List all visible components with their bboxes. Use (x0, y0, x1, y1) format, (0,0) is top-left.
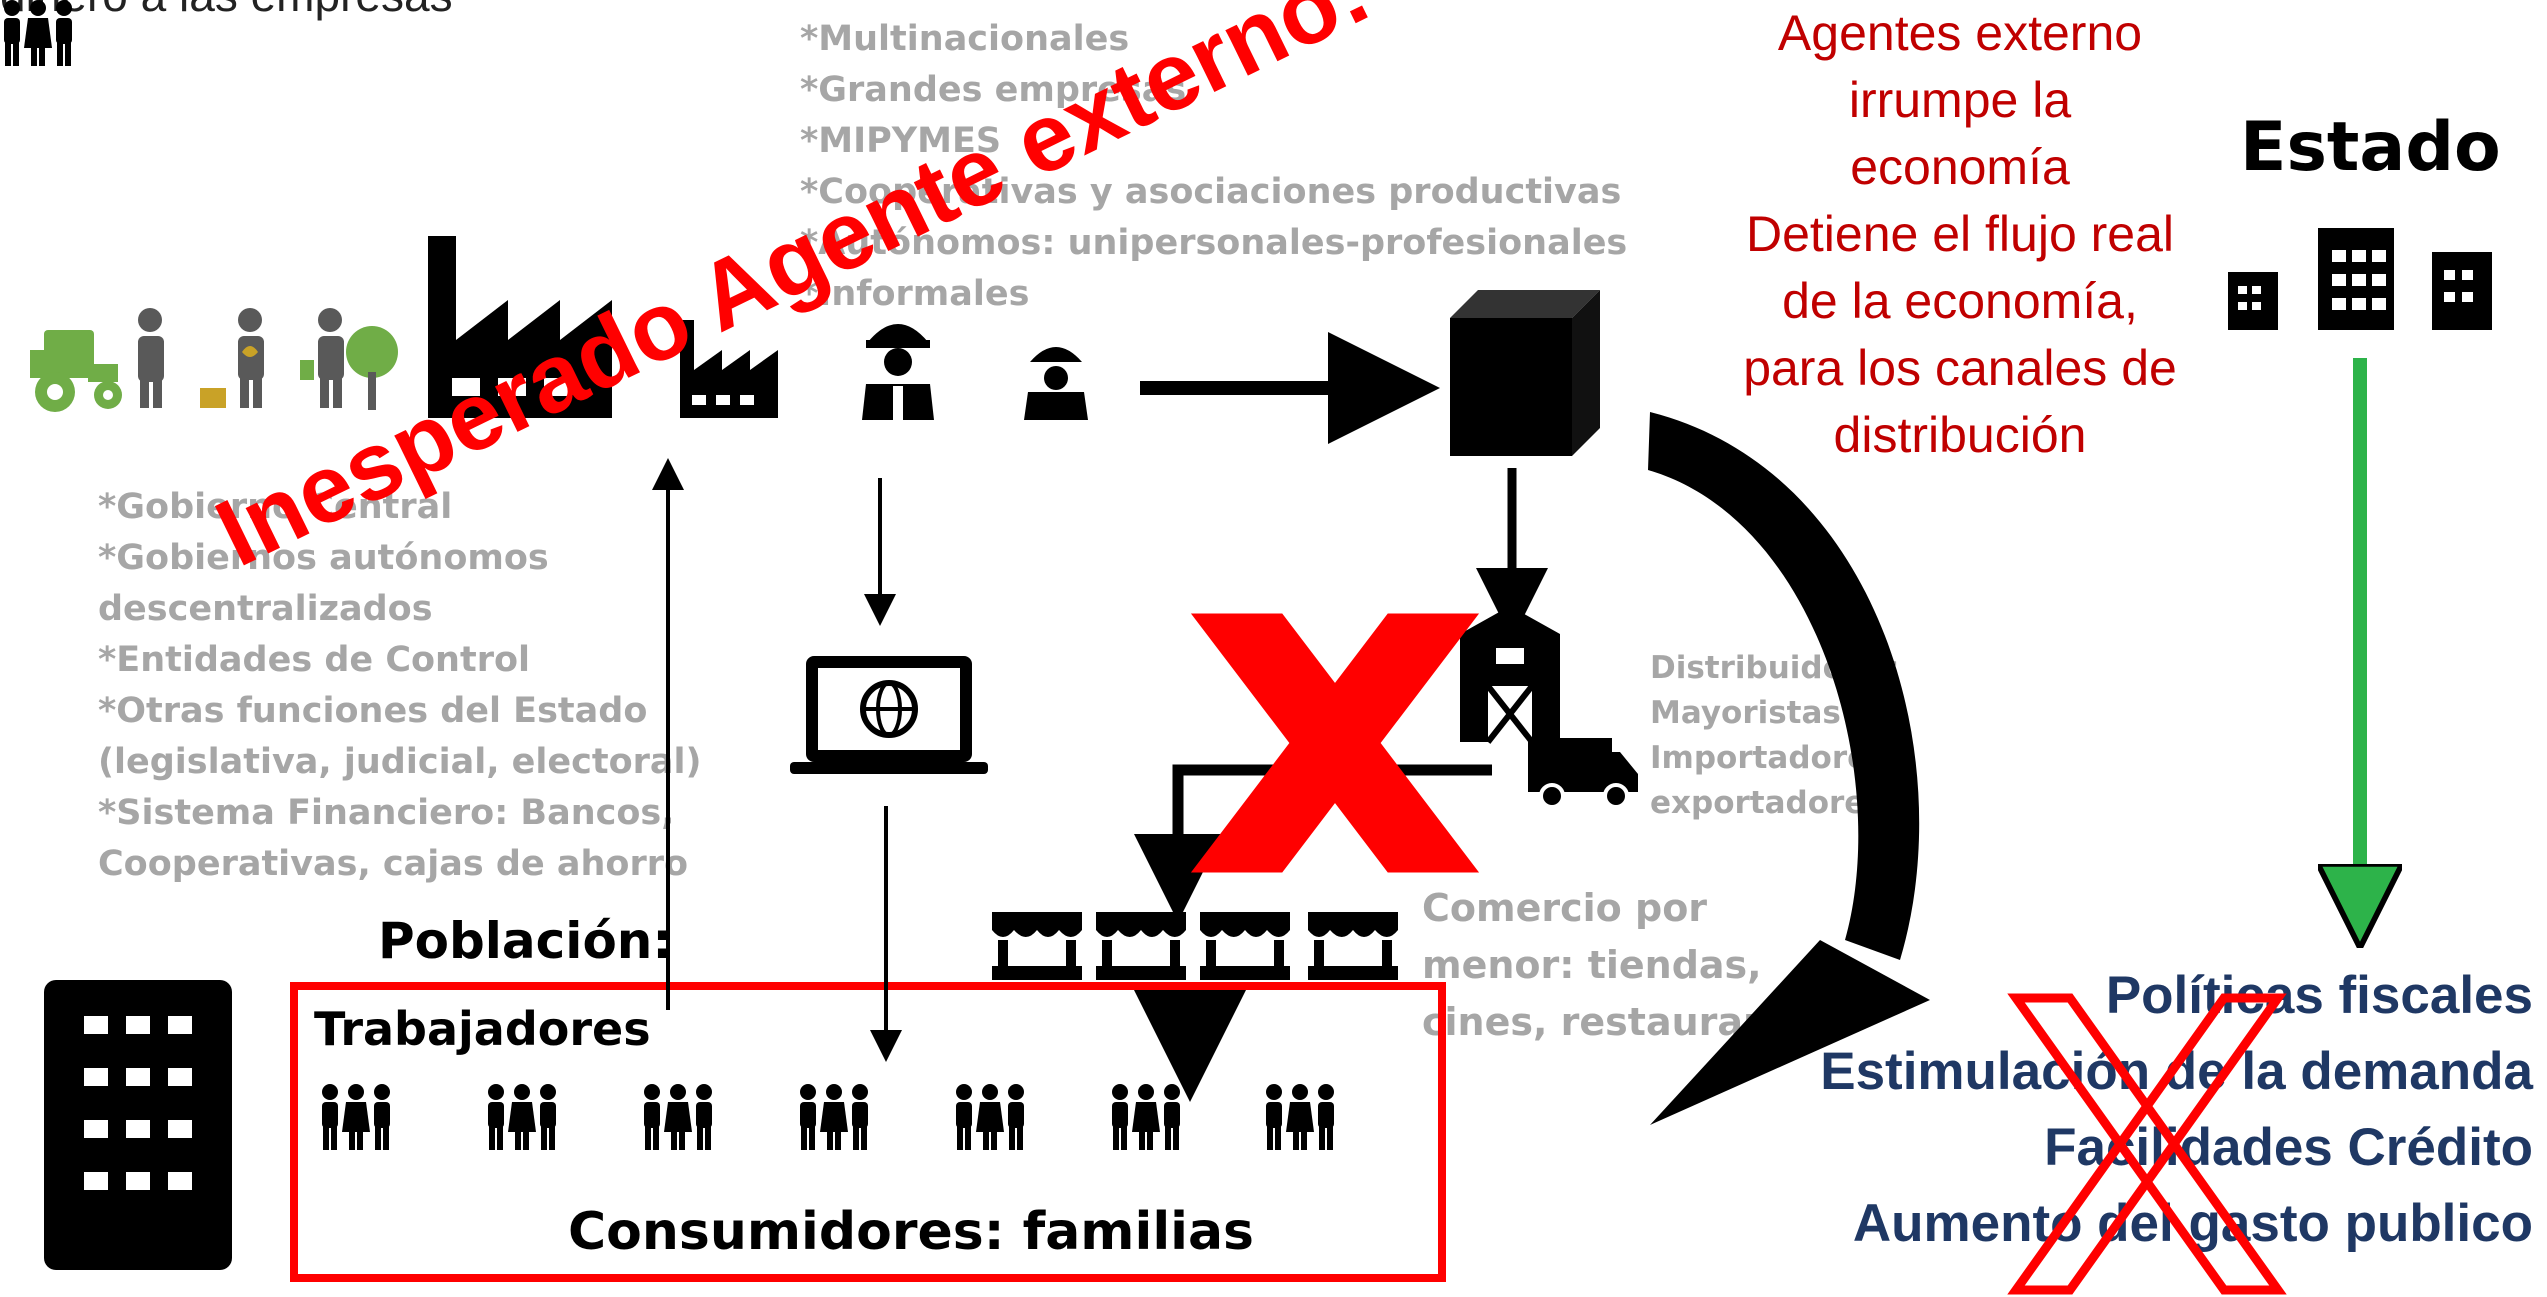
company-type: *Cooperativas y asociaciones productivas (800, 172, 1622, 212)
policy-item: Políticas fiscales (2105, 966, 2533, 1025)
external-agent-line: irrumpe la (1848, 72, 2072, 128)
people-icon (4, 0, 72, 66)
office-building-icon (44, 980, 232, 1270)
farmer-icon (138, 308, 164, 408)
government-item: (legislativa, judicial, electoral) (98, 742, 702, 782)
market-stall-icon (1200, 912, 1290, 980)
company-type: *Multinacionales (800, 19, 1130, 59)
laptop-globe-icon (790, 656, 988, 774)
tractor-icon (30, 330, 122, 412)
consumers-label: Consumidores: familias (568, 1202, 1255, 1262)
population-label: Población: (378, 912, 673, 970)
external-agent-line: Agentes externo (1777, 5, 2143, 61)
header-fragment: dinero a las empresas (0, 0, 453, 22)
market-stall-icon (1308, 912, 1398, 980)
cancel-x-icon (1190, 613, 1480, 873)
government-item: descentralizados (98, 589, 433, 629)
company-type: *Autónomos: unipersonales-profesionales (800, 223, 1628, 263)
external-agent-line: para los canales de (1743, 340, 2177, 396)
company-type: *Grandes empresas (800, 70, 1187, 110)
estado-title: Estado (2240, 108, 2501, 187)
policy-cancel-x-icon (2007, 993, 2287, 1295)
farmer-icon (200, 308, 264, 408)
workers-label: Trabajadores (314, 1002, 651, 1056)
barn-icon (1460, 606, 1560, 744)
people-icon (956, 1084, 1024, 1150)
people-icon (1266, 1084, 1334, 1150)
cancel-x-icon (1200, 618, 1470, 868)
external-agent-note: Agentes externo irrumpe la economía Deti… (1600, 0, 2320, 469)
cube-icon (1450, 290, 1600, 456)
farmer-icon (300, 308, 398, 410)
government-item: *Entidades de Control (98, 640, 530, 680)
external-agent-line: de la economía, (1782, 273, 2138, 329)
consumers-box (290, 982, 1446, 1282)
truck-icon (1528, 738, 1638, 809)
fiscal-policies: Políticas fiscales Estimulación de la de… (1820, 958, 2533, 1262)
people-icon (644, 1084, 712, 1150)
people-icon (488, 1084, 556, 1150)
retail-line: menor: tiendas, (1422, 943, 1762, 987)
government-item: Cooperativas, cajas de ahorro (98, 844, 689, 884)
distributor-line: Mayoristas (1650, 695, 1841, 731)
company-type: *Informales (800, 274, 1030, 314)
distributor-line: exportadores (1650, 785, 1884, 821)
people-icon (1112, 1084, 1180, 1150)
people-icon (800, 1084, 868, 1150)
external-agent-line: distribución (1833, 407, 2087, 463)
worker-icon (1024, 347, 1088, 420)
external-agent-line: economía (1850, 139, 2070, 195)
company-type: *MIPYMES (800, 121, 1002, 161)
worker-icon (862, 324, 934, 420)
government-item: *Gobierno Central (98, 487, 453, 527)
government-list: *Gobierno Central *Gobiernos autónomos d… (98, 482, 702, 890)
curved-flow-arrow (1648, 412, 1930, 1125)
government-item: *Gobiernos autónomos (98, 538, 549, 578)
market-stall-icon (1096, 912, 1186, 980)
retail-line: Comercio por (1422, 886, 1708, 930)
factory-icon (428, 236, 612, 418)
companies-list: *Multinacionales *Grandes empresas *MIPY… (800, 14, 1627, 320)
government-item: *Otras funciones del Estado (98, 691, 648, 731)
factory-icon (680, 320, 778, 418)
government-item: *Sistema Financiero: Bancos, (98, 793, 675, 833)
market-stall-icon (992, 912, 1082, 980)
buildings-icon (2228, 228, 2492, 330)
people-icon (322, 1084, 390, 1150)
external-agent-line: Detiene el flujo real (1745, 206, 2175, 262)
